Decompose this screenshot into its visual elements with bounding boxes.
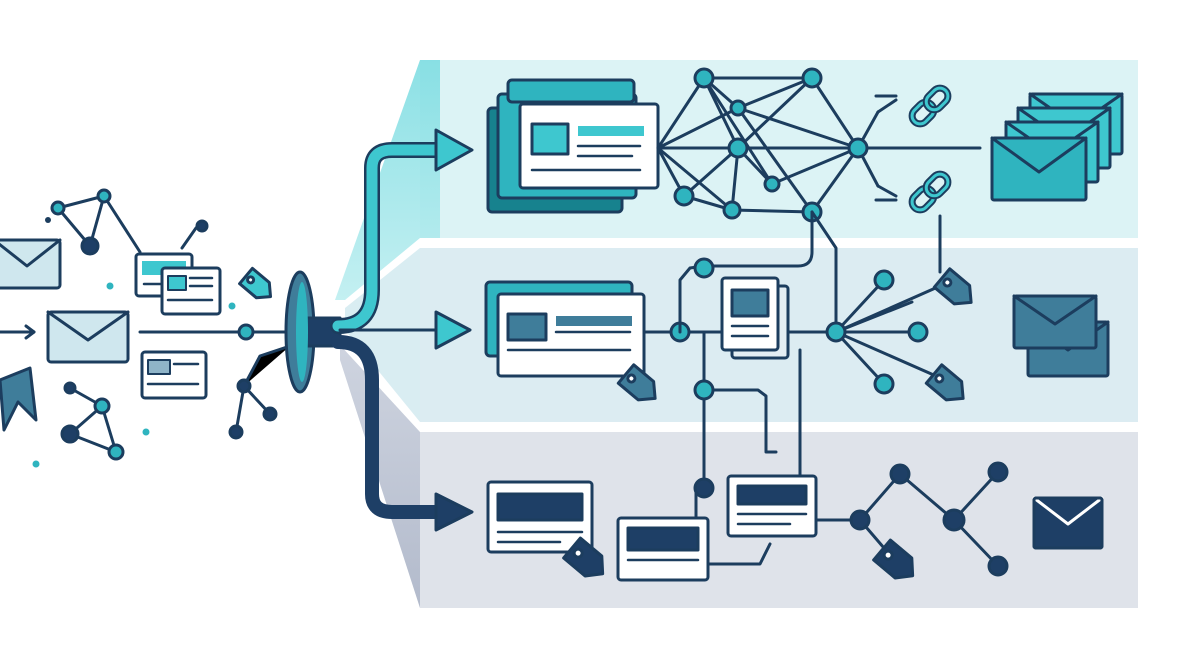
document-card-icon [496, 292, 646, 378]
network-node-icon [693, 379, 715, 401]
envelope-icon [46, 310, 130, 364]
pipe-bottom [331, 335, 447, 519]
document-card-icon [720, 276, 790, 360]
envelope-icon [1012, 294, 1098, 350]
envelope-icon [1032, 496, 1104, 550]
tag-icon [924, 363, 965, 402]
tag-icon [238, 266, 273, 300]
arrow-icon [0, 324, 36, 340]
tag-icon [616, 363, 657, 402]
arrow-icon [434, 492, 474, 532]
envelope-icon [990, 136, 1088, 202]
lane-bottom-content [486, 461, 1104, 582]
envelope-stack [990, 92, 1124, 202]
tag-icon [932, 267, 973, 306]
chain-link-icon [908, 170, 952, 214]
document-card-icon [140, 350, 208, 400]
arrow-icon [434, 310, 472, 350]
lane-top-content [486, 67, 1124, 223]
document-card-icon [486, 480, 594, 554]
document-card-icon [160, 266, 222, 316]
beam-top [335, 60, 440, 300]
route-arrowheads [434, 128, 474, 532]
document-card-icon [726, 474, 818, 538]
document-card-icon [616, 516, 710, 582]
network-node-icon [825, 214, 942, 395]
network-node-icon [849, 461, 1009, 577]
beam-middle [345, 248, 420, 422]
tag-icon [562, 536, 605, 578]
lane-middle-content [484, 210, 1110, 402]
funnel-icon [284, 270, 342, 394]
document-card-icon [518, 102, 660, 190]
envelope-icon [0, 238, 62, 290]
scatter-dots [32, 217, 236, 468]
network-node-icon [656, 67, 982, 223]
route-pipes [330, 142, 448, 519]
pointer-icon [0, 366, 38, 432]
chain-link-icon [908, 84, 952, 128]
cross-lane-connectors [694, 330, 802, 518]
beam-bottom [340, 345, 420, 608]
arrow-icon [434, 128, 474, 172]
input-cloud [0, 188, 292, 461]
tag-icon [872, 538, 915, 580]
network-node-icon [50, 188, 142, 256]
